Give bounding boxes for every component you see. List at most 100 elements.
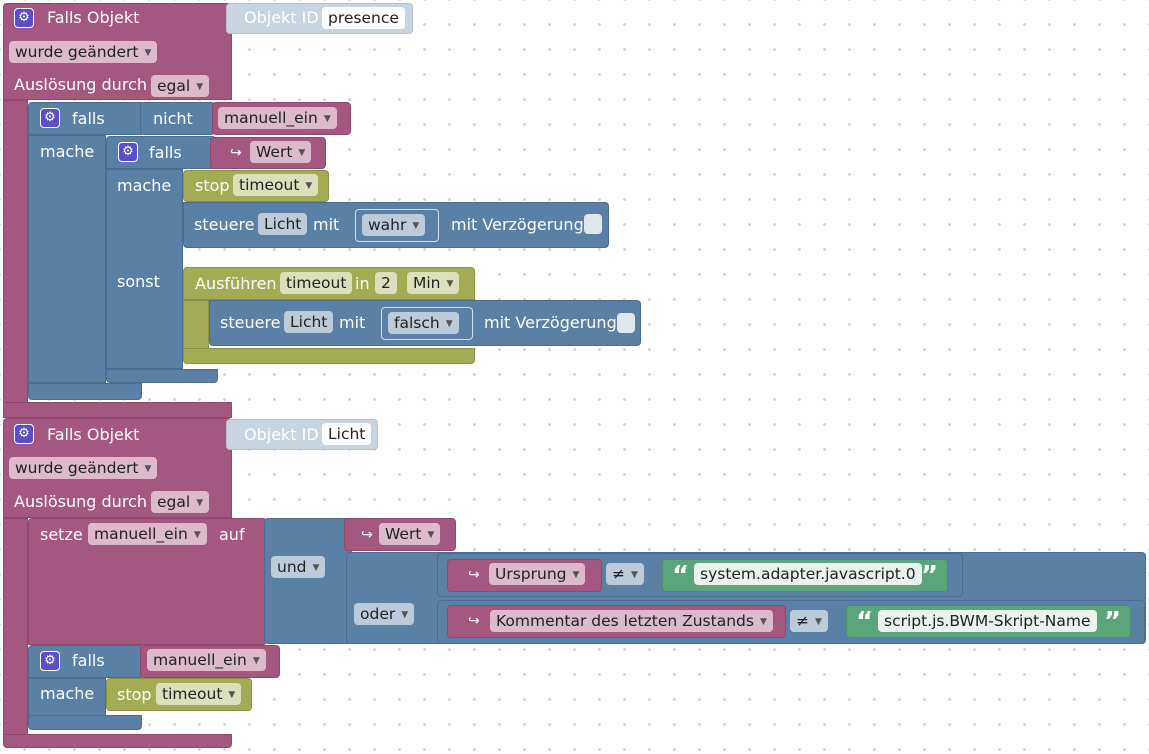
set-variable-value: manuell_ein (94, 525, 188, 543)
dropdown-arrow-icon: ▼ (196, 498, 204, 508)
gear-icon[interactable]: ⚙ (40, 651, 60, 671)
set-variable-dropdown[interactable]: manuell_ein▼ (88, 523, 207, 545)
attribute-dropdown[interactable]: Ursprung ▼ (489, 563, 586, 585)
stop-label: stop (195, 176, 230, 195)
run-timer-name[interactable]: timeout (280, 272, 353, 294)
trigger-left-rail (3, 518, 28, 736)
run-unit-dropdown[interactable]: Min ▼ (407, 272, 460, 294)
dropdown-arrow-icon: ▼ (427, 530, 435, 540)
text-field[interactable]: script.js.BWM-Skript-Name (878, 610, 1097, 632)
trigger-footer (3, 734, 232, 748)
trigger-by-dropdown[interactable]: egal ▼ (151, 491, 210, 513)
trigger-by-label: Auslösung durch (14, 492, 147, 511)
boolean-dropdown[interactable]: wahr▼ (362, 214, 426, 236)
control-mit: mit (339, 313, 366, 332)
gear-icon[interactable]: ⚙ (40, 108, 60, 128)
value-dropdown[interactable]: Wert ▼ (379, 523, 441, 545)
and-dropdown[interactable]: und▼ (271, 556, 326, 578)
trigger-by-label: Auslösung durch (14, 75, 147, 94)
dropdown-arrow-icon: ▼ (759, 617, 767, 627)
change-mode-dropdown[interactable]: wurde geändert ▼ (9, 41, 158, 63)
dropdown-arrow-icon: ▼ (196, 82, 204, 92)
operator-dropdown[interactable]: ≠▼ (606, 563, 644, 585)
dropdown-arrow-icon: ▼ (305, 181, 313, 191)
boolean-dropdown[interactable]: falsch▼ (388, 312, 459, 334)
if-mache: mache (40, 684, 95, 703)
stop-timer-value: timeout (162, 685, 223, 703)
change-mode-value: wurde geändert (15, 43, 139, 61)
trigger-by-value: egal (157, 493, 191, 511)
inner-if-sonst: sonst (117, 272, 160, 291)
stop-timer-dropdown[interactable]: timeout▼ (156, 683, 242, 705)
dropdown-arrow-icon: ▼ (412, 221, 420, 231)
dropdown-arrow-icon: ▼ (252, 656, 260, 666)
return-arrow-icon: ↪ (468, 567, 480, 583)
quote-open-icon: “ (672, 561, 690, 591)
gear-icon[interactable]: ⚙ (14, 8, 34, 28)
run-timer-footer (183, 348, 475, 364)
stop-timer-value: timeout (239, 176, 300, 194)
not-label: nicht (153, 109, 193, 128)
dropdown-arrow-icon: ▼ (446, 279, 454, 289)
object-id-label: Objekt ID (244, 8, 319, 27)
object-id-field[interactable]: Licht (322, 423, 372, 445)
delay-checkbox[interactable] (617, 313, 635, 333)
if-falls: falls (72, 651, 105, 670)
run-unit-value: Min (413, 274, 441, 292)
stop-label: stop (117, 685, 152, 704)
attribute-dropdown[interactable]: Kommentar des letzten Zustands ▼ (490, 610, 773, 632)
outer-if-rail (28, 135, 106, 383)
value-dropdown[interactable]: Wert ▼ (250, 141, 312, 163)
dropdown-arrow-icon: ▼ (144, 464, 152, 474)
control-steuere: steuere (194, 215, 255, 234)
gear-icon[interactable]: ⚙ (118, 142, 138, 162)
attribute-value: Kommentar des letzten Zustands (496, 612, 754, 630)
attribute-value: Ursprung (495, 565, 567, 583)
gear-icon[interactable]: ⚙ (14, 424, 34, 444)
delay-label: mit Verzögerung (484, 313, 617, 332)
delay-label: mit Verzögerung (451, 215, 584, 234)
trigger-by-dropdown[interactable]: egal ▼ (151, 75, 210, 97)
outer-if-falls: falls (72, 109, 105, 128)
boolean-value: falsch (394, 314, 440, 332)
dropdown-arrow-icon: ▼ (572, 570, 580, 580)
run-timer-rail (183, 300, 209, 350)
dropdown-arrow-icon: ▼ (298, 148, 306, 158)
delay-checkbox[interactable] (584, 214, 602, 234)
run-amount[interactable]: 2 (375, 272, 397, 294)
control-object-field[interactable]: Licht (284, 311, 334, 333)
change-mode-dropdown[interactable]: wurde geändert ▼ (9, 457, 158, 479)
quote-open-icon: “ (856, 607, 874, 637)
run-in: in (355, 274, 370, 293)
text-field[interactable]: system.adapter.javascript.0 (694, 563, 922, 585)
dropdown-arrow-icon: ▼ (323, 114, 331, 124)
quote-close-icon: ” (921, 561, 939, 591)
control-object-field[interactable]: Licht (258, 213, 308, 235)
object-id-field[interactable]: presence (322, 7, 405, 29)
stop-timer-dropdown[interactable]: timeout ▼ (233, 174, 319, 196)
and-block[interactable] (264, 518, 352, 644)
not-block[interactable] (140, 102, 215, 135)
operator-value: ≠ (796, 612, 809, 630)
return-arrow-icon: ↪ (361, 527, 373, 543)
trigger-by-value: egal (157, 77, 191, 95)
value-value: Wert (256, 143, 293, 161)
dropdown-arrow-icon: ▼ (815, 617, 822, 627)
set-auf: auf (219, 525, 245, 544)
change-mode-value: wurde geändert (15, 459, 139, 477)
inner-if-footer (106, 369, 218, 383)
or-value: oder (360, 605, 396, 623)
variable-dropdown[interactable]: manuell_ein ▼ (218, 107, 337, 129)
value-value: Wert (385, 525, 422, 543)
operator-dropdown[interactable]: ≠▼ (790, 610, 828, 632)
variable-dropdown[interactable]: manuell_ein▼ (147, 649, 266, 671)
inner-if-mache: mache (117, 176, 172, 195)
or-dropdown[interactable]: oder ▼ (354, 603, 415, 625)
dropdown-arrow-icon: ▼ (401, 610, 409, 620)
inner-if-rail (106, 169, 183, 369)
variable-value: manuell_ein (224, 109, 318, 127)
if-footer (28, 715, 142, 730)
trigger-left-rail (3, 100, 28, 406)
return-arrow-icon: ↪ (230, 145, 242, 161)
dropdown-arrow-icon: ▼ (144, 48, 152, 58)
